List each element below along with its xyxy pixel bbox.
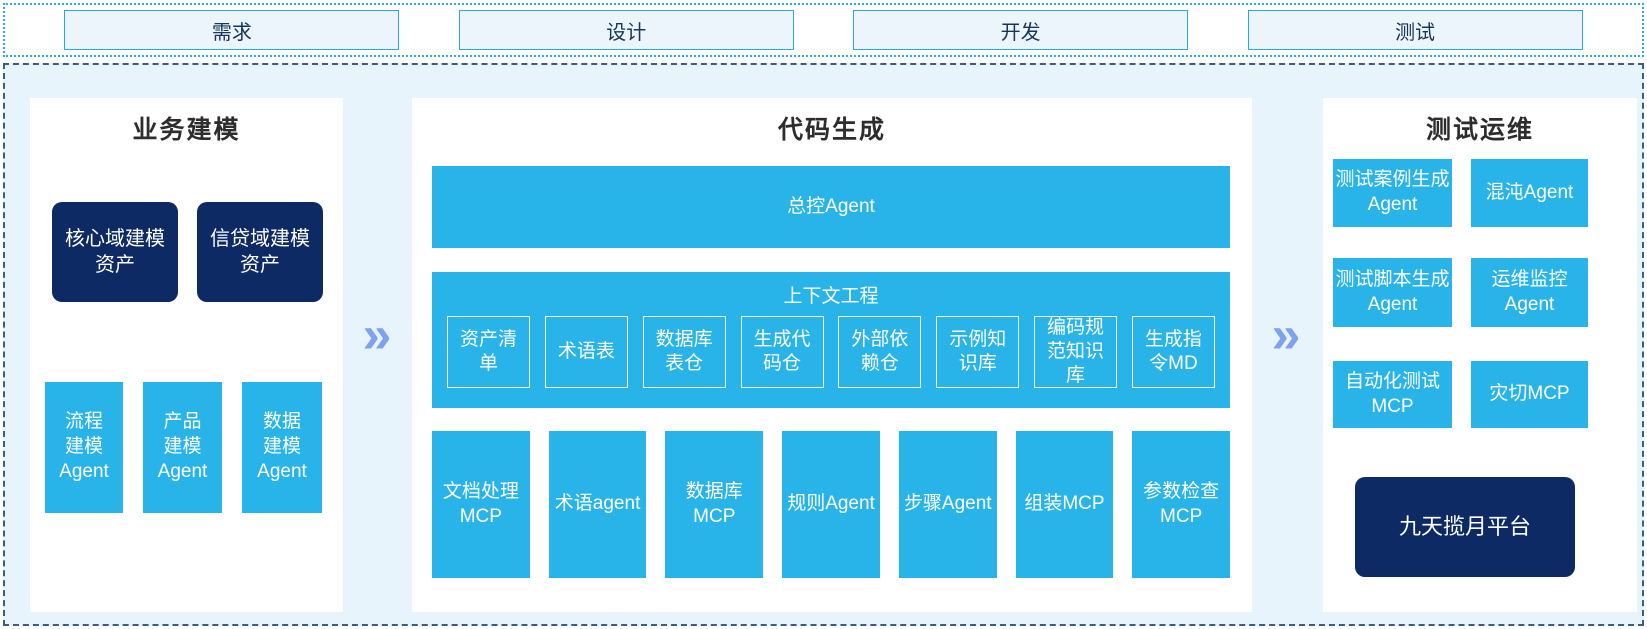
asset-box-core-domain: 核心域建模资产 [52,202,178,302]
business-modeling-title: 业务建模 [132,116,241,144]
context-item-external-deps-repo: 外部依赖仓 [838,316,922,388]
phase-box-development: 开发 [853,10,1189,50]
testops-box-test-script-gen-agent: 测试脚本生成Agent [1333,258,1452,327]
worker-box-glossary-agent: 术语agent [548,431,647,578]
phase-box-requirements: 需求 [64,10,400,50]
context-items-row: 资产清单 术语表 数据库表仓 生成代码仓 外部依赖仓 示例知识库 编码规范知识库… [432,316,1230,388]
code-generation-title: 代码生成 [777,116,886,144]
business-modeling-panel: 业务建模 核心域建模资产 信贷域建模资产 流程建模Agent 产品建模Agent… [30,98,343,612]
context-item-coding-standards-kb: 编码规范知识库 [1034,316,1118,388]
testops-box-chaos-agent: 混沌Agent [1471,159,1588,227]
testops-box-ops-monitor-agent: 运维监控Agent [1471,258,1588,327]
phase-box-testing: 测试 [1247,10,1583,50]
platform-box-jiutian-lanyue: 九天揽月平台 [1355,477,1575,577]
flow-arrow-icon: » [362,306,392,364]
context-item-generated-code-repo: 生成代码仓 [740,316,824,388]
test-ops-panel: 测试运维 测试案例生成Agent 混沌Agent 测试脚本生成Agent 运维监… [1323,98,1637,612]
context-item-example-knowledge-base: 示例知识库 [936,316,1020,388]
asset-box-credit-domain: 信贷域建模资产 [197,202,323,302]
worker-box-param-check-mcp: 参数检查MCP [1132,431,1231,578]
context-item-db-table-repo: 数据库表仓 [642,316,726,388]
flow-arrow-icon: » [1271,306,1301,364]
context-item-generation-instruction-md: 生成指令MD [1131,316,1215,388]
phase-box-design: 设计 [458,10,794,50]
context-engineering-section: 上下文工程 资产清单 术语表 数据库表仓 生成代码仓 外部依赖仓 示例知识库 编… [432,272,1230,408]
worker-box-steps-agent: 步骤Agent [898,431,997,578]
test-ops-title: 测试运维 [1425,116,1534,144]
main-diagram-container: 业务建模 核心域建模资产 信贷域建模资产 流程建模Agent 产品建模Agent… [3,63,1644,626]
agent-box-product-modeling: 产品建模Agent [143,382,222,513]
worker-box-assembly-mcp: 组装MCP [1015,431,1114,578]
worker-box-doc-processing-mcp: 文档处理MCP [432,431,530,578]
worker-boxes-row: 文档处理MCP 术语agent 数据库MCP 规则Agent 步骤Agent 组… [432,431,1231,578]
code-generation-panel: 代码生成 总控Agent 上下文工程 资产清单 术语表 数据库表仓 生成代码仓 … [412,98,1252,612]
master-agent-bar: 总控Agent [432,166,1230,248]
context-engineering-title: 上下文工程 [783,286,879,307]
worker-box-rules-agent: 规则Agent [782,431,880,578]
agent-box-data-modeling: 数据建模Agent [242,382,322,513]
context-item-glossary: 术语表 [544,316,628,388]
testops-box-disaster-switch-mcp: 灾切MCP [1471,361,1588,428]
phase-strip: 需求 设计 开发 测试 [3,3,1644,57]
testops-box-test-case-gen-agent: 测试案例生成Agent [1333,159,1452,227]
worker-box-database-mcp: 数据库MCP [665,431,764,578]
testops-box-automated-test-mcp: 自动化测试MCP [1333,361,1452,428]
context-item-asset-list: 资产清单 [447,316,530,388]
agent-box-process-modeling: 流程建模Agent [45,382,123,513]
